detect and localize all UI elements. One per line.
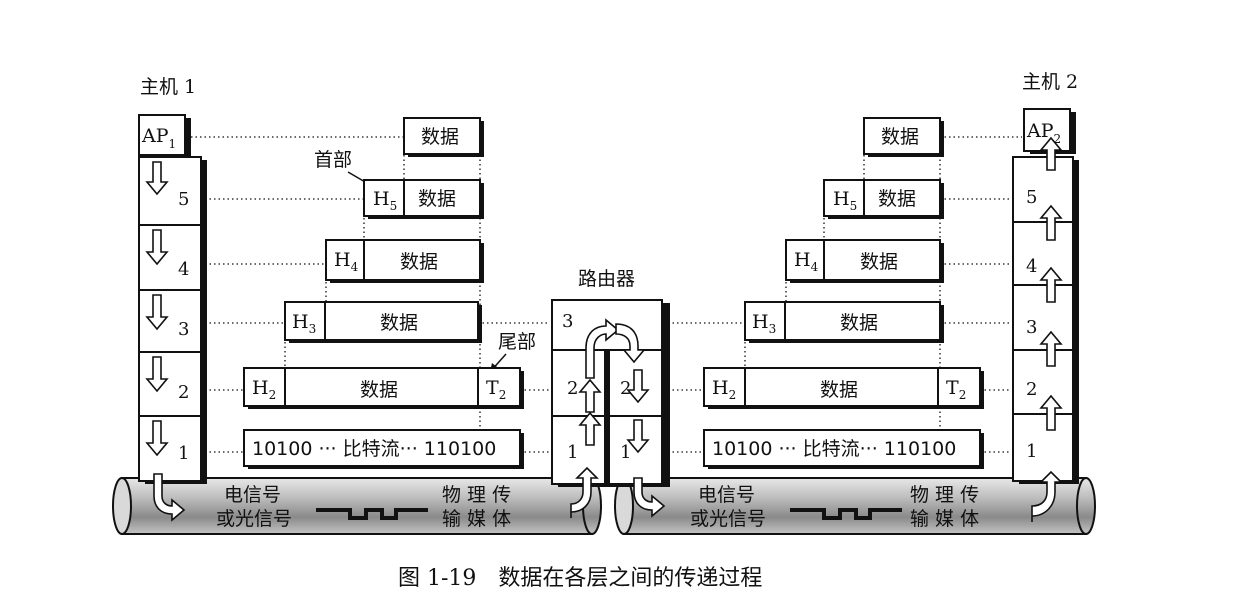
pdu-h5-left: H5 数据	[363, 179, 484, 219]
t2-label: T2	[486, 377, 506, 402]
host1-label: 主机 1	[140, 76, 196, 98]
svg-text:数据: 数据	[878, 188, 916, 210]
host1-layer-2: 2	[178, 382, 189, 403]
svg-text:H3: H3	[752, 311, 776, 336]
bitstream-right: 10100 ··· 比特流··· 110100	[703, 429, 984, 469]
pdu-h2-right: H2 数据 T2	[703, 367, 984, 409]
pdu-h5-right: H5 数据	[823, 179, 944, 219]
transmission-medium-right: 电信号 或光信号 物 理 传 输 媒 体	[614, 477, 1096, 535]
medium-label-optical-2: 或光信号	[690, 508, 766, 530]
host2-layer-3: 3	[1026, 317, 1037, 338]
svg-text:T2: T2	[946, 377, 966, 402]
header-annotation: 首部	[314, 149, 352, 171]
h5-label: H5	[373, 188, 397, 213]
host2-layer-1: 1	[1026, 441, 1037, 462]
svg-text:数据: 数据	[860, 251, 898, 273]
host2-layer-2: 2	[1026, 379, 1037, 400]
pdu-h2-left: H2 数据 T2	[243, 367, 524, 409]
host2-label: 主机 2	[1022, 71, 1078, 93]
router-label: 路由器	[578, 268, 635, 290]
svg-text:10100 ··· 比特流··· 110100: 10100 ··· 比特流··· 110100	[252, 438, 496, 460]
pdu-app-data-left: 数据	[403, 117, 484, 157]
router-layer-1-in: 1	[567, 442, 578, 463]
svg-text:数据: 数据	[360, 379, 398, 401]
host1-stack: 主机 1 AP1 5 4 3 2 1	[138, 76, 207, 522]
svg-text:H5: H5	[833, 188, 857, 213]
pdu-h4-left: H4 数据	[325, 239, 484, 283]
bitstream-left: 10100 ··· 比特流··· 110100	[243, 429, 524, 469]
ap1-label: AP1	[141, 125, 176, 151]
up-arrow-icon	[1031, 136, 1063, 522]
right-pdus: 数据 H5 数据 H4 数据 H3 数据 H2	[703, 117, 984, 469]
router-layer-1-out: 1	[620, 442, 631, 463]
router-layer-2-out: 2	[620, 378, 631, 399]
router-arrow-icon	[570, 318, 666, 518]
medium-label-electric: 电信号	[224, 484, 281, 506]
down-arrow-icon	[145, 161, 186, 522]
pdu-app-data-right: 数据	[863, 117, 944, 157]
router-layer-2-in: 2	[567, 378, 578, 399]
figure-caption: 图 1-19 数据在各层之间的传递过程	[398, 566, 762, 591]
host1-layer-4: 4	[178, 259, 189, 280]
svg-text:数据: 数据	[840, 312, 878, 334]
pdu-h4-right: H4 数据	[785, 239, 944, 283]
medium-label-media-2: 输 媒 体	[910, 508, 979, 530]
h3-label: H3	[292, 311, 316, 336]
router-layer-3: 3	[562, 311, 573, 332]
ap2-label: AP2	[1026, 120, 1061, 146]
medium-label-electric-2: 电信号	[698, 484, 755, 506]
medium-label-physical-2: 物 理 传	[910, 484, 979, 506]
host1-layer-3: 3	[178, 319, 189, 340]
svg-text:H2: H2	[712, 377, 736, 402]
pdu-h3-left: H3 数据	[284, 301, 482, 343]
transmission-medium-left: 电信号 或光信号 物 理 传 输 媒 体	[112, 477, 602, 535]
host2-stack: 主机 2 AP2 5 4 3 2 1	[1012, 71, 1079, 522]
h4-label: H4	[334, 249, 359, 274]
svg-text:数据: 数据	[881, 126, 919, 148]
svg-text:数据: 数据	[380, 312, 418, 334]
host1-layer-1: 1	[178, 443, 189, 464]
svg-text:数据: 数据	[421, 126, 459, 148]
svg-text:数据: 数据	[820, 379, 858, 401]
medium-label-optical: 或光信号	[216, 508, 292, 530]
h2-label: H2	[252, 377, 276, 402]
svg-text:10100 ··· 比特流··· 110100: 10100 ··· 比特流··· 110100	[712, 438, 956, 460]
svg-text:数据: 数据	[400, 251, 438, 273]
host2-layer-4: 4	[1026, 256, 1037, 277]
left-pdus: 数据 首部 H5 数据 H4 数据 H3 数据 尾部	[243, 117, 536, 469]
host1-layer-5: 5	[178, 189, 189, 210]
svg-text:H4: H4	[794, 249, 819, 274]
svg-text:数据: 数据	[418, 188, 456, 210]
host2-layer-5: 5	[1026, 187, 1037, 208]
router: 路由器 3 2 2 1 1	[551, 268, 670, 518]
medium-label-media: 输 媒 体	[442, 508, 511, 530]
pdu-h3-right: H3 数据	[744, 301, 944, 343]
trailer-annotation: 尾部	[498, 331, 536, 353]
medium-label-physical: 物 理 传	[442, 484, 511, 506]
